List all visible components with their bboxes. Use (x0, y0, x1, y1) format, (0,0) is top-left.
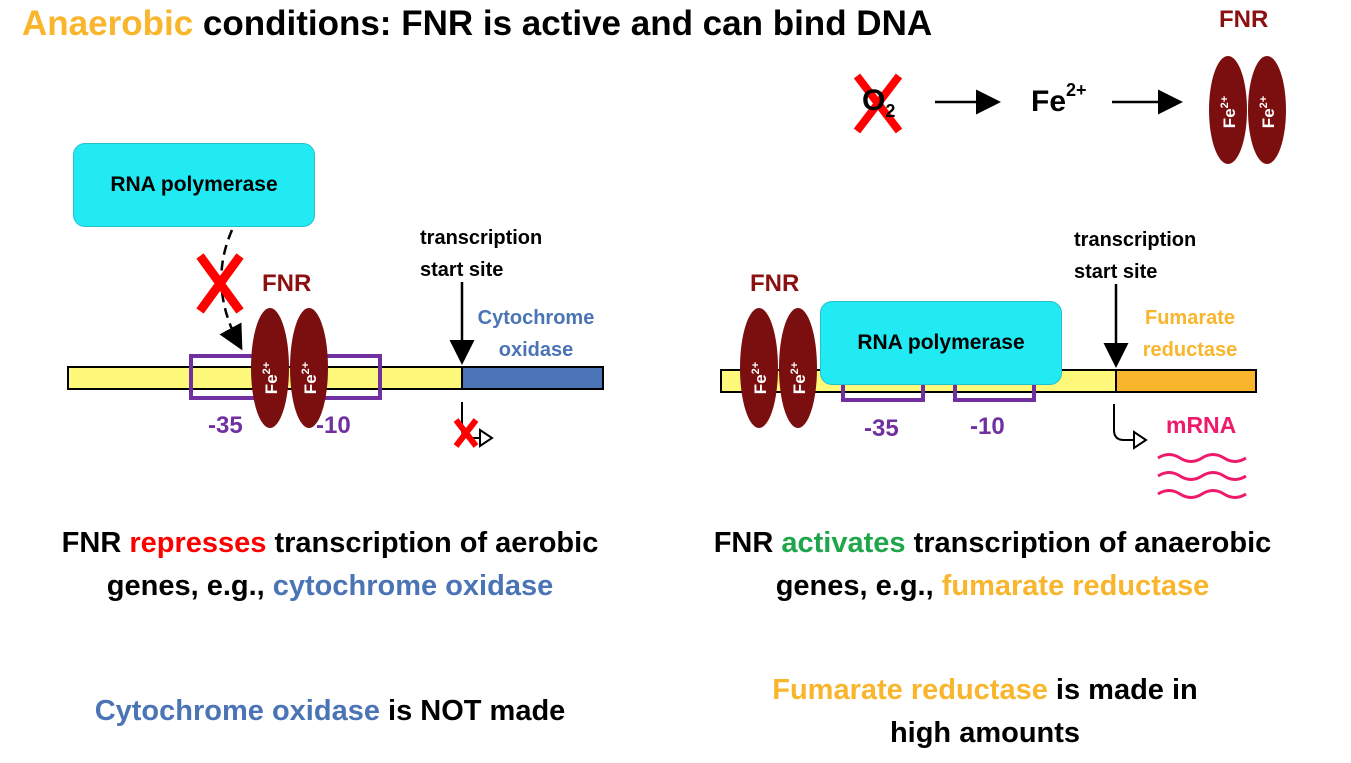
left-gene-cytochrome (461, 366, 604, 390)
bottom-left-not-made: is NOT made (379, 695, 566, 727)
left-gene-label: Cytochrome oxidase (466, 302, 606, 366)
left-gene-line2: oxidase (498, 339, 574, 361)
right-caption-line1: FNR activates transcription of anaerobic (675, 522, 1310, 565)
right-box-10 (953, 380, 1036, 402)
left-label-10: -10 (316, 412, 351, 439)
o2-label: O2 (862, 84, 895, 122)
right-caption-rest1: transcription of anaerobic (905, 527, 1272, 559)
left-rna-polymerase: RNA polymerase (73, 143, 315, 227)
mrna-strand-2 (1157, 471, 1247, 481)
left-tss-label: transcription start site (420, 222, 542, 286)
right-gene-label: Fumarate reductase (1120, 302, 1260, 366)
right-caption: FNR activates transcription of anaerobic… (675, 522, 1310, 608)
right-box-35 (841, 380, 925, 402)
bottom-right-line1: Fumarate reductase is made in (675, 669, 1295, 712)
title-rest: conditions: FNR is active and can bind D… (193, 4, 933, 43)
left-caption-fnr: FNR (61, 527, 130, 559)
mrna-strand-1 (1157, 453, 1247, 463)
page-title: Anaerobic conditions: FNR is active and … (22, 4, 932, 44)
right-label-10: -10 (970, 413, 1005, 440)
left-label-35: -35 (208, 412, 243, 439)
left-caption-line2: genes, e.g., cytochrome oxidase (20, 565, 640, 608)
title-anaerobic: Anaerobic (22, 4, 194, 43)
fe-ion-label: Fe2+ (1031, 80, 1087, 119)
left-caption-represses: represses (129, 527, 267, 559)
right-gene-line1: Fumarate (1144, 307, 1236, 329)
fe-main: Fe (1031, 85, 1067, 118)
right-fnr-label: FNR (750, 270, 800, 297)
mrna-label: mRNA (1166, 412, 1237, 438)
left-fnr-label: FNR (262, 270, 312, 297)
left-caption-cytochrome: cytochrome oxidase (272, 570, 554, 602)
left-tss-line1: transcription (420, 227, 543, 249)
o2-x-icon (853, 73, 903, 134)
right-fnr-monomer-2 (779, 308, 817, 428)
right-caption-fnr: FNR (713, 527, 782, 559)
left-transcription-arrowhead (479, 428, 494, 448)
left-caption-rest1: transcription of aerobic (266, 527, 599, 559)
right-transcription-arrow (1113, 404, 1134, 441)
bottom-right-fumarate: Fumarate reductase (772, 674, 1048, 706)
left-caption-line1: FNR represses transcription of aerobic (20, 522, 640, 565)
left-tss-line2: start site (420, 259, 504, 281)
o2-main: O (862, 84, 886, 117)
top-fnr-label: FNR (1219, 6, 1269, 33)
right-gene-line2: reductase (1142, 339, 1238, 361)
left-transcription-x-icon (453, 418, 479, 448)
left-caption: FNR represses transcription of aerobic g… (20, 522, 640, 608)
mrna-wavy-lines (1157, 453, 1247, 499)
bottom-right-caption: Fumarate reductase is made in high amoun… (675, 669, 1295, 755)
right-caption-activates: activates (781, 527, 906, 559)
left-fnr-monomer-1 (251, 308, 289, 428)
top-fnr-monomer-2 (1248, 56, 1286, 164)
top-fnr-dimer: Fe2+ Fe2+ (1209, 56, 1286, 164)
left-fnr-monomer-2 (290, 308, 328, 428)
right-label-35: -35 (864, 415, 899, 442)
right-tss-line2: start site (1074, 261, 1158, 283)
left-gene-line1: Cytochrome (477, 307, 595, 329)
right-gene-fumarate (1115, 369, 1257, 393)
bottom-left-cytochrome: Cytochrome oxidase (94, 695, 380, 727)
right-transcription-arrowhead (1133, 430, 1148, 450)
fe-superscript: 2+ (1066, 80, 1087, 100)
top-fnr-monomer-1 (1209, 56, 1247, 164)
left-caption-genes: genes, e.g., (106, 570, 273, 602)
right-caption-genes: genes, e.g., (775, 570, 942, 602)
right-tss-label: transcription start site (1074, 224, 1196, 288)
left-block-x-icon (196, 253, 244, 314)
mrna-strand-3 (1157, 489, 1247, 499)
right-caption-line2: genes, e.g., fumarate reductase (675, 565, 1310, 608)
o2-subscript: 2 (885, 101, 896, 121)
right-fnr-dimer: Fe2+ Fe2+ (740, 308, 817, 428)
right-tss-line1: transcription (1074, 229, 1197, 251)
bottom-left-caption: Cytochrome oxidase is NOT made (20, 690, 640, 733)
right-rna-polymerase: RNA polymerase (820, 301, 1062, 385)
left-fnr-dimer: Fe2+ Fe2+ (251, 308, 328, 428)
right-caption-fumarate: fumarate reductase (941, 570, 1210, 602)
right-fnr-monomer-1 (740, 308, 778, 428)
bottom-right-made: is made in (1047, 674, 1198, 706)
bottom-right-line2: high amounts (889, 717, 1081, 749)
